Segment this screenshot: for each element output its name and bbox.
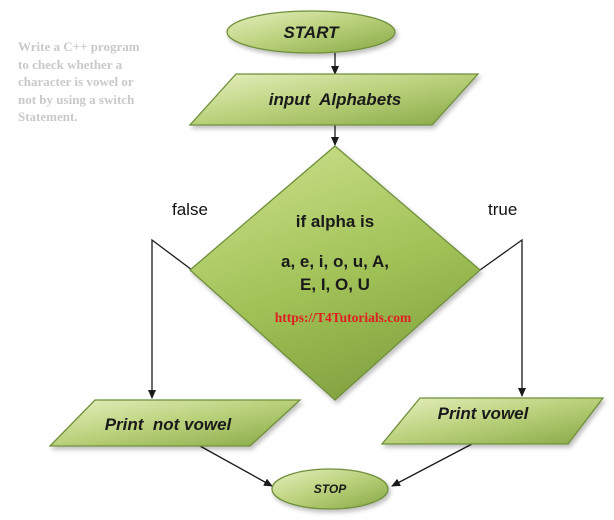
decision-values-line-2: E, I, O, U [300, 275, 370, 294]
decision-condition: if alpha is [296, 212, 374, 231]
connectors [148, 53, 526, 487]
input-parallelogram: input Alphabets [188, 73, 480, 126]
print-not-vowel-parallelogram: Print not vowel [48, 399, 302, 447]
print-not-vowel-label: Print not vowel [105, 415, 233, 434]
print-vowel-label: Print vowel [438, 404, 530, 423]
print-vowel-parallelogram: Print vowel [380, 397, 605, 445]
start-label: START [283, 23, 340, 42]
arrow-not-vowel-to-stop [199, 445, 273, 487]
stop-terminator: STOP [271, 468, 389, 510]
true-branch-label: true [488, 200, 518, 219]
arrow-vowel-to-stop [391, 443, 473, 487]
decision-diamond: if alpha is a, e, i, o, u, A, E, I, O, U [189, 145, 481, 401]
arrow-false-branch [148, 238, 193, 399]
watermark-url: https://T4Tutorials.com [274, 310, 412, 325]
stop-label: STOP [314, 482, 347, 496]
problem-statement: Write a C++ program to check whether a c… [18, 39, 140, 124]
arrow-true-branch [479, 238, 526, 397]
decision-values-line-1: a, e, i, o, u, A, [281, 252, 389, 271]
start-terminator: START [226, 10, 396, 54]
false-branch-label: false [172, 200, 208, 219]
input-label: input Alphabets [269, 90, 402, 109]
